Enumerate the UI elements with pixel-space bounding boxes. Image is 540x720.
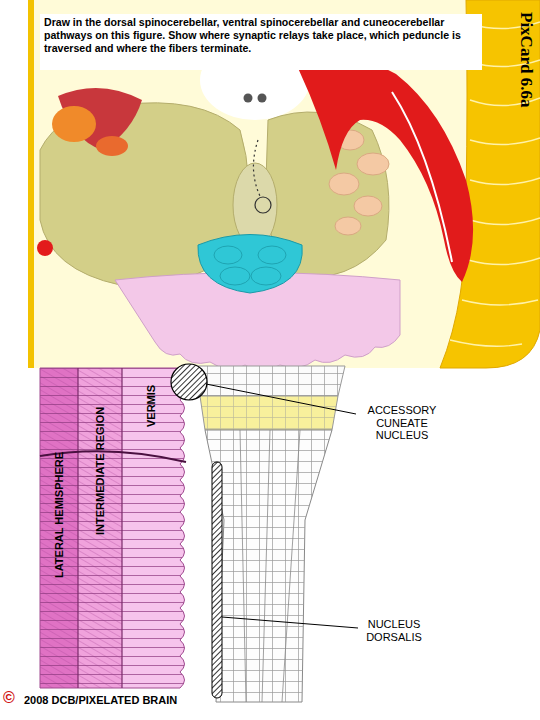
- cerebellar-cortex: [28, 0, 34, 368]
- vermis-strip: [40, 368, 185, 688]
- cerebellar-peduncle: [298, 59, 473, 282]
- dotted-tract: [253, 140, 260, 196]
- medulla-grid: [188, 366, 345, 396]
- midline-nucleus: [258, 94, 267, 103]
- medulla-upper: [188, 366, 345, 396]
- small-nucleus: [255, 197, 271, 213]
- zone-border: [77, 368, 78, 688]
- region-label: INTERMEDIATE REGION: [82, 376, 118, 566]
- spinal-cord-grid: [205, 430, 332, 702]
- structure-label: NUCLEUS DORSALIS: [358, 618, 430, 648]
- leader-line: [206, 384, 356, 414]
- copyright-symbol: ©: [3, 689, 21, 709]
- region-label: VERMIS: [134, 370, 168, 442]
- zone-border: [121, 368, 122, 688]
- nucleus-dorsalis-column: [212, 462, 222, 698]
- copyright-text: 2008 DCB/PIXELATED BRAIN: [24, 694, 224, 710]
- midline-nucleus: [244, 94, 253, 103]
- cyan-lobules: [214, 246, 286, 285]
- spinal-cord: [205, 430, 332, 702]
- medulla-band: [200, 396, 338, 430]
- instruction-box: Draw in the dorsal spinocerebellar, vent…: [40, 14, 482, 70]
- cyan-nucleus: [198, 235, 302, 294]
- leader-line: [222, 617, 358, 628]
- orange-region: [52, 106, 96, 142]
- instruction-text: Draw in the dorsal spinocerebellar, vent…: [44, 16, 478, 56]
- cerebellar-folia: [40, 368, 185, 688]
- region-label: LATERAL HEMISPHERE: [42, 420, 76, 610]
- red-dot: [37, 240, 53, 256]
- orange-region: [96, 136, 128, 156]
- structure-label: ACCESSORY CUNEATE NUCLEUS: [356, 404, 448, 446]
- peduncle-divider: [392, 92, 452, 262]
- card-number: PixCard 6.6a: [512, 4, 540, 116]
- medulla-grid: [200, 396, 338, 430]
- accessory-cuneate-nucleus: [171, 364, 207, 400]
- spinal-cord-tracts: [240, 430, 300, 702]
